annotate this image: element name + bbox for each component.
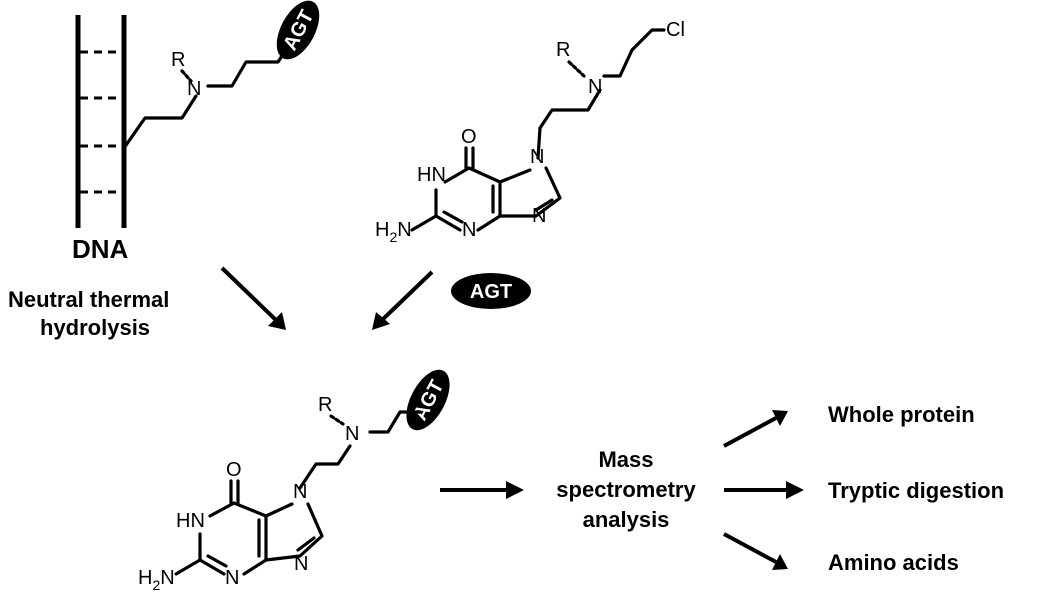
product-h2n: H2N bbox=[138, 567, 175, 593]
arrow-whole-protein bbox=[723, 410, 788, 448]
output-whole-protein: Whole protein bbox=[828, 402, 975, 427]
product-hn: HN bbox=[176, 510, 205, 532]
imidazole-double bbox=[534, 198, 554, 212]
agt-reagent: AGT bbox=[451, 273, 531, 309]
ring-double-bond bbox=[206, 554, 228, 568]
guanine-h2n: H2N bbox=[375, 219, 412, 245]
ring-bond bbox=[467, 166, 502, 232]
product-r: R bbox=[318, 394, 332, 416]
ring-bond bbox=[198, 532, 226, 576]
product-n9: N bbox=[294, 553, 308, 575]
mustard-r: R bbox=[556, 39, 570, 61]
hydrolysis-label-line2: hydrolysis bbox=[40, 315, 150, 340]
dna-linker-r-bond bbox=[180, 69, 193, 83]
product-o: O bbox=[226, 459, 242, 481]
guanine-n9: N bbox=[532, 205, 546, 227]
n7-chain-bond bbox=[536, 126, 542, 160]
dna-ladder: N R AGT DNA bbox=[72, 0, 320, 264]
product-chain-lower bbox=[298, 444, 352, 490]
imidazole-bond bbox=[264, 502, 324, 562]
product-r-bond bbox=[329, 414, 345, 426]
output-tryptic-digestion: Tryptic digestion bbox=[828, 478, 1004, 503]
amino-bond bbox=[410, 214, 438, 232]
product-amino-bond bbox=[174, 558, 202, 576]
mass-spec-line1: Mass bbox=[598, 447, 653, 472]
arrow-hydrolysis bbox=[220, 266, 286, 330]
mustard-cl: Cl bbox=[666, 19, 685, 41]
arrow-agt-reaction bbox=[372, 270, 434, 330]
mustard-chain-lower bbox=[538, 88, 602, 130]
ring-bond bbox=[443, 166, 471, 184]
guanine-n3: N bbox=[462, 219, 476, 241]
agt-guanine-product: AGT N R O HN N N N H2N bbox=[138, 369, 450, 593]
ring-bond bbox=[208, 501, 236, 518]
arrow-to-mass-spec bbox=[440, 481, 524, 499]
product-n: N bbox=[345, 423, 359, 445]
ring-bond bbox=[434, 188, 462, 232]
product-n3: N bbox=[225, 567, 239, 589]
dna-linker-n: N bbox=[187, 78, 201, 100]
dna-linker-chain bbox=[122, 94, 198, 150]
dna-linker-r: R bbox=[171, 49, 185, 71]
mustard-chain-upper bbox=[602, 28, 666, 78]
agt-reagent-label: AGT bbox=[470, 281, 512, 303]
mustard-r-bond bbox=[567, 60, 586, 78]
mustard-n: N bbox=[588, 76, 602, 98]
agt-tag-product: AGT bbox=[406, 369, 450, 431]
output-amino-acids: Amino acids bbox=[828, 550, 959, 575]
ring-bond bbox=[232, 501, 268, 576]
imidazole-bond bbox=[498, 166, 562, 218]
product-chain-upper bbox=[368, 410, 422, 434]
arrow-tryptic bbox=[724, 481, 804, 499]
hydrolysis-label-line1: Neutral thermal bbox=[8, 287, 169, 312]
agt-tag-dna: AGT bbox=[276, 0, 320, 60]
guanine-o: O bbox=[461, 126, 477, 148]
guanine-hn: HN bbox=[417, 164, 446, 186]
imidazole-bond bbox=[498, 168, 532, 184]
ring-double-bond bbox=[442, 210, 464, 224]
imidazole-bond bbox=[264, 502, 294, 518]
mass-spec-line2: spectrometry bbox=[556, 477, 696, 502]
arrow-amino-acids bbox=[723, 532, 788, 570]
guanine-mustard-molecule: N R Cl O HN N N N H2N bbox=[375, 19, 685, 245]
dna-label: DNA bbox=[72, 234, 129, 264]
imidazole-double bbox=[296, 536, 316, 552]
product-n7: N bbox=[293, 481, 307, 503]
mass-spec-line3: analysis bbox=[583, 507, 670, 532]
